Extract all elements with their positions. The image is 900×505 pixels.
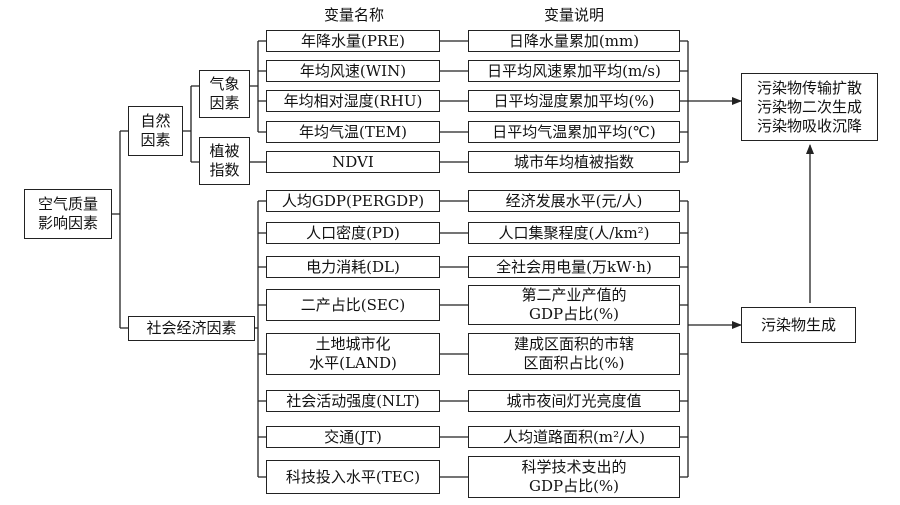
variable-desc-win: 日平均风速累加平均(m/s) [468,60,680,82]
variable-desc-nlt: 城市夜间灯光亮度值 [468,390,680,412]
variable-name-win: 年均风速(WIN) [266,60,440,82]
natural-line-1: 自然 [140,112,171,130]
variable-name-pd: 人口密度(PD) [266,222,440,244]
variable-desc-tem: 日平均气温累加平均(℃) [468,121,680,143]
root-node: 空气质量 影响因素 [24,189,112,239]
variable-name-tec: 科技投入水平(TEC) [266,460,440,494]
vegetation-line-1: 植被 [209,142,240,160]
natural-effects-node: 污染物传输扩散 污染物二次生成 污染物吸收沉降 [741,73,878,141]
land-name-line-1: 土地城市化 [315,335,391,353]
vegetation-index-node: 植被 指数 [199,137,250,185]
variable-name-pergdp: 人均GDP(PERGDP) [266,190,440,212]
socio-economic-node: 社会经济因素 [128,316,255,341]
effect-line-1: 污染物传输扩散 [756,78,862,97]
variable-name-sec: 二产占比(SEC) [266,289,440,321]
variable-desc-pergdp: 经济发展水平(元/人) [468,190,680,212]
variable-desc-dl: 全社会用电量(万kW·h) [468,256,680,278]
effect-line-3: 污染物吸收沉降 [756,116,862,135]
sec-desc-line-1: 第二产业产值的 [521,286,627,304]
variable-name-dl: 电力消耗(DL) [266,256,440,278]
tec-desc-line-1: 科学技术支出的 [521,458,627,476]
meteorological-factors-node: 气象 因素 [199,70,250,118]
land-desc-line-1: 建成区面积的市辖 [513,335,634,353]
variable-name-nlt: 社会活动强度(NLT) [266,390,440,412]
variable-desc-ndvi: 城市年均植被指数 [468,151,680,173]
pollutant-generation-node: 污染物生成 [741,307,856,343]
variable-name-pre: 年降水量(PRE) [266,30,440,52]
variable-name-land: 土地城市化 水平(LAND) [266,333,440,375]
variable-name-rhu: 年均相对湿度(RHU) [266,90,440,112]
root-line-2: 影响因素 [37,214,98,232]
effect-line-2: 污染物二次生成 [756,97,862,116]
variable-name-header: 变量名称 [323,6,384,24]
variable-name-jt: 交通(JT) [266,426,440,448]
variable-desc-rhu: 日平均湿度累加平均(%) [468,90,680,112]
meteo-line-1: 气象 [209,75,240,93]
natural-factors-node: 自然 因素 [128,106,183,156]
vegetation-line-2: 指数 [209,161,240,179]
variable-desc-sec: 第二产业产值的 GDP占比(%) [468,285,680,325]
variable-desc-pd: 人口集聚程度(人/km²) [468,222,680,244]
variable-name-tem: 年均气温(TEM) [266,121,440,143]
sec-desc-line-2: GDP占比(%) [528,305,620,323]
root-line-1: 空气质量 [37,195,98,213]
variable-desc-jt: 人均道路面积(m²/人) [468,426,680,448]
land-desc-line-2: 区面积占比(%) [523,354,625,372]
variable-desc-tec: 科学技术支出的 GDP占比(%) [468,456,680,498]
tec-desc-line-2: GDP占比(%) [528,477,620,495]
land-name-line-2: 水平(LAND) [309,354,397,372]
variable-desc-land: 建成区面积的市辖 区面积占比(%) [468,333,680,375]
variable-name-ndvi: NDVI [266,151,440,173]
variable-desc-header: 变量说明 [543,6,604,24]
meteo-line-2: 因素 [209,94,240,112]
natural-line-2: 因素 [140,131,171,149]
variable-desc-pre: 日降水量累加(mm) [468,30,680,52]
